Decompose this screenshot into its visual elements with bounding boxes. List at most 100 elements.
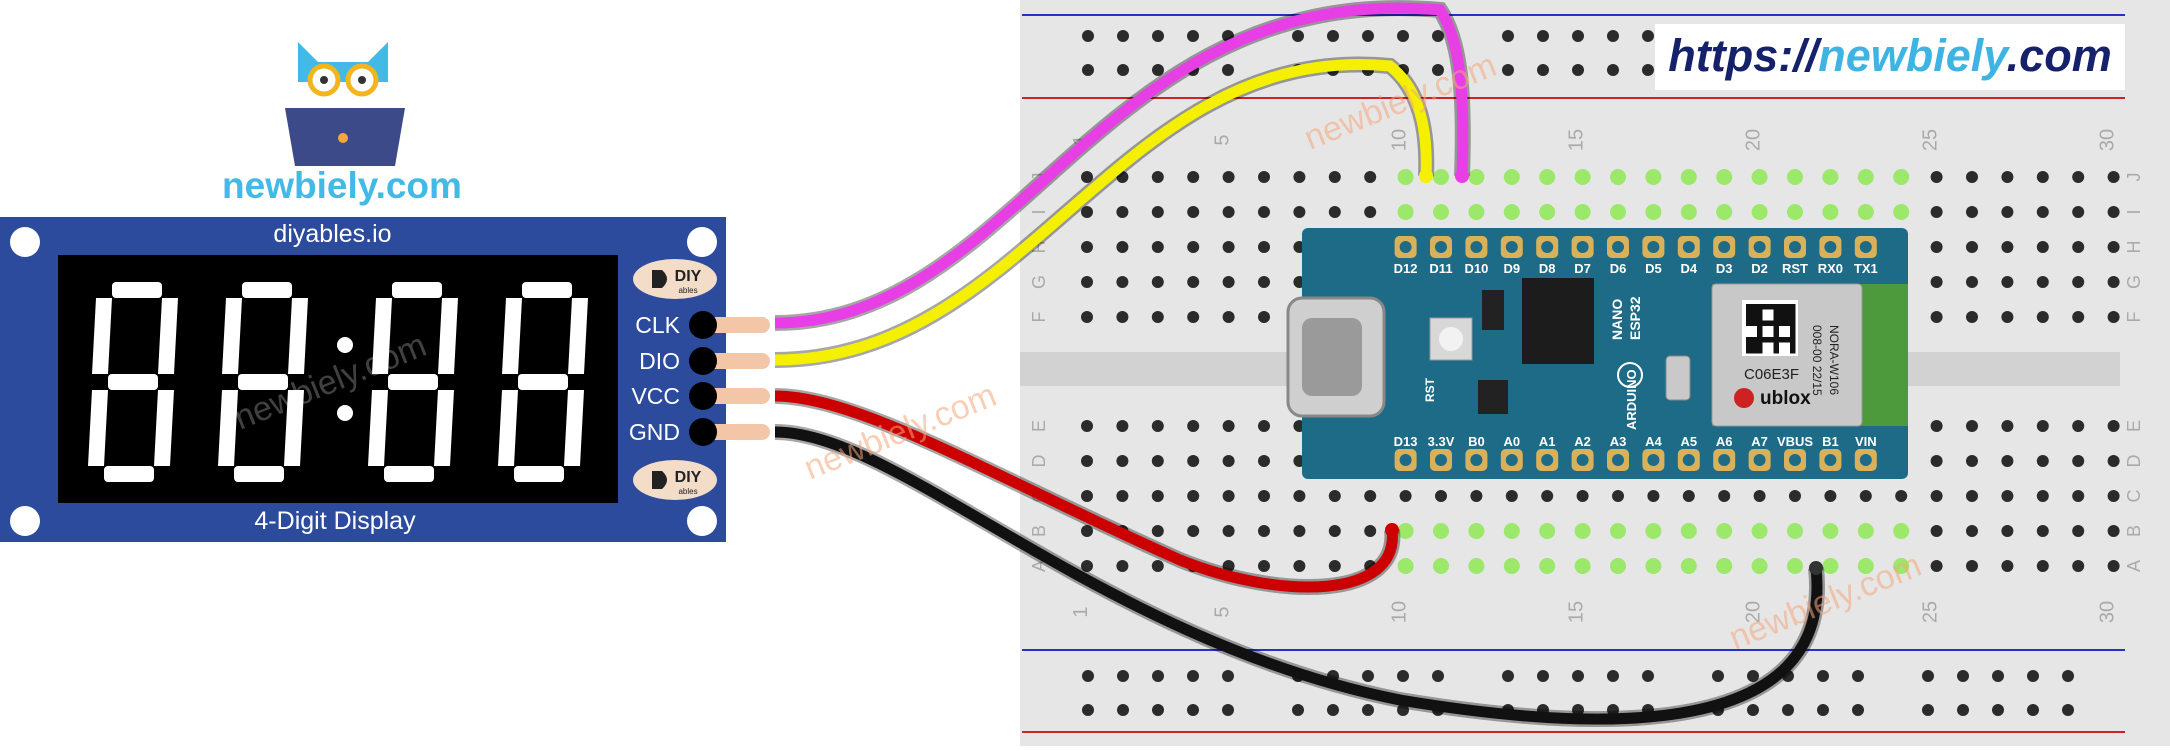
- rail-hole: [1537, 670, 1549, 682]
- svg-text:ublox: ublox: [1760, 388, 1811, 409]
- qr-cell: [1757, 304, 1763, 310]
- breadboard-hole: [1258, 490, 1270, 502]
- breadboard-hole: [1822, 169, 1839, 185]
- breadboard-hole: [1893, 558, 1910, 574]
- breadboard-hole: [1116, 490, 1129, 502]
- breadboard-hole: [1857, 523, 1874, 539]
- svg-text:ARDUINO: ARDUINO: [1624, 369, 1639, 430]
- segment: [514, 466, 564, 482]
- svg-text:ables: ables: [678, 487, 697, 496]
- rail-hole: [1782, 704, 1794, 716]
- breadboard-hole: [1716, 169, 1733, 185]
- rail-hole: [1117, 64, 1129, 76]
- breadboard-hole: [1751, 523, 1768, 539]
- breadboard-hole: [1966, 171, 1978, 183]
- breadboard-hole: [1116, 311, 1129, 323]
- pin-label-top: D6: [1610, 261, 1627, 276]
- row-letter: E: [1029, 420, 1049, 432]
- pin-label-clk: CLK: [635, 312, 680, 338]
- segment: [284, 390, 304, 466]
- segment: [154, 390, 174, 466]
- rail-hole: [1642, 670, 1654, 682]
- qr-cell: [1751, 348, 1757, 354]
- url-highlight: newbiely: [1818, 30, 2007, 81]
- rail-hole: [2027, 704, 2039, 716]
- row-letter: E: [2124, 420, 2144, 432]
- breadboard-hole: [1187, 171, 1200, 183]
- breadboard-hole: [1647, 490, 1660, 502]
- qr-cell: [1773, 304, 1779, 310]
- segment: [392, 282, 442, 298]
- segment: [518, 374, 568, 390]
- breadboard-hole: [1930, 276, 1943, 288]
- breadboard-hole: [1503, 523, 1520, 539]
- pin-clk: [689, 311, 717, 339]
- pin-label-bottom: VBUS: [1777, 434, 1813, 449]
- breadboard-hole: [2107, 206, 2120, 218]
- column-number: 1: [1070, 134, 1092, 145]
- qr-cell: [1790, 304, 1796, 310]
- breadboard-hole: [1293, 206, 1306, 218]
- breadboard-hole: [1930, 420, 1943, 432]
- row-letter: B: [2124, 525, 2144, 537]
- qr-cell: [1773, 326, 1779, 332]
- breadboard-hole: [2001, 171, 2014, 183]
- breadboard-hole: [1645, 523, 1662, 539]
- rail-hole: [1432, 30, 1444, 42]
- pin-label-dio: DIO: [639, 348, 680, 374]
- column-number: 20: [1743, 601, 1765, 623]
- breadboard-hole: [1468, 204, 1485, 220]
- breadboard-hole: [2036, 560, 2049, 572]
- breadboard-hole: [1680, 169, 1697, 185]
- column-number: 5: [1212, 606, 1234, 617]
- breadboard-hole: [1857, 204, 1874, 220]
- breadboard-hole: [1751, 169, 1768, 185]
- pin-pad-hole: [1435, 454, 1447, 466]
- qr-cell: [1746, 309, 1752, 315]
- pin-label-top: D10: [1464, 261, 1488, 276]
- breadboard-hole: [1541, 490, 1554, 502]
- breadboard-hole: [1151, 420, 1164, 432]
- breadboard-hole: [1397, 558, 1414, 574]
- qr-cell: [1757, 315, 1763, 321]
- pin-label-vcc: VCC: [631, 383, 680, 409]
- qr-cell: [1790, 315, 1796, 321]
- qr-cell: [1751, 304, 1757, 310]
- pin-label-top: D11: [1429, 261, 1452, 276]
- breadboard-hole: [1151, 490, 1164, 502]
- qr-code-icon: [1746, 304, 1796, 354]
- qr-cell: [1790, 337, 1796, 343]
- breadboard-hole: [1716, 523, 1733, 539]
- breadboard-hole: [1680, 204, 1697, 220]
- breadboard-hole: [1116, 455, 1129, 467]
- breadboard-hole: [1468, 558, 1485, 574]
- rail-hole: [1117, 704, 1129, 716]
- breadboard-hole: [1576, 490, 1589, 502]
- rail-hole: [1642, 30, 1654, 42]
- rail-hole: [1607, 704, 1619, 716]
- qr-cell: [1751, 315, 1757, 321]
- breadboard-hole: [2072, 276, 2085, 288]
- rail-hole: [1537, 30, 1549, 42]
- rail-hole: [1642, 64, 1654, 76]
- breadboard-hole: [1751, 558, 1768, 574]
- breadboard-hole: [2036, 241, 2049, 253]
- pin-pad-hole: [1612, 454, 1624, 466]
- breadboard-hole: [1222, 311, 1235, 323]
- breadboard-hole: [1433, 558, 1449, 574]
- wire-clk: [774, 2, 1469, 329]
- breadboard-hole: [1187, 241, 1200, 253]
- rail-hole: [1502, 670, 1514, 682]
- breadboard-hole: [1789, 490, 1801, 502]
- breadboard-hole: [1293, 171, 1306, 183]
- segment: [92, 298, 112, 374]
- rail-hole: [1152, 64, 1164, 76]
- breadboard-hole: [1293, 490, 1306, 502]
- seven-segment-digits: [88, 282, 588, 482]
- segment: [238, 374, 288, 390]
- breadboard-hole: [2072, 490, 2085, 502]
- rail-hole: [1397, 670, 1409, 682]
